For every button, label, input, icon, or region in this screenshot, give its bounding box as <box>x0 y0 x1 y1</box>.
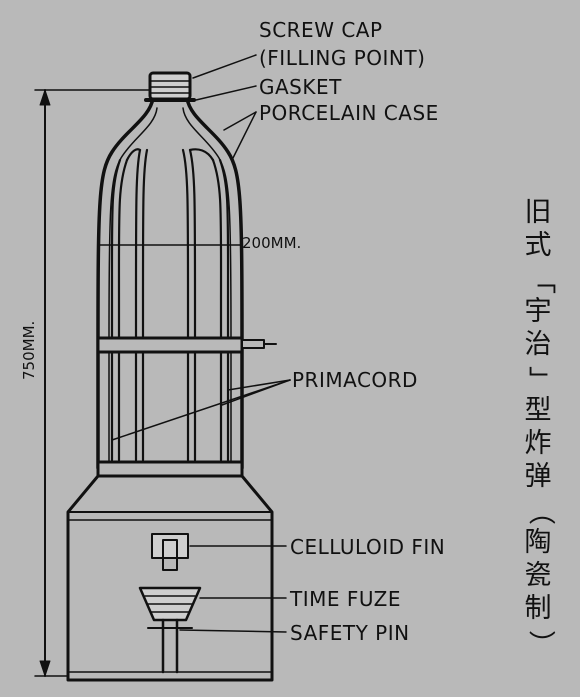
primacord-strands <box>110 148 230 462</box>
caption-char: 陶 <box>524 527 552 558</box>
label-primacord: PRIMACORD <box>292 368 418 392</box>
caption-char: 弹 <box>524 461 552 492</box>
label-diameter: 200MM. <box>242 234 302 252</box>
caption-bracket-open: 「 <box>524 267 556 294</box>
label-porcelain-case: PORCELAIN CASE <box>259 101 439 125</box>
label-screw-cap: SCREW CAP <box>259 18 383 42</box>
caption-char: 治 <box>524 329 552 360</box>
caption-paren-close: ） <box>524 630 556 657</box>
label-gasket: GASKET <box>259 75 342 99</box>
caption-char: 炸 <box>524 428 552 459</box>
label-celluloid-fin: CELLULOID FIN <box>290 535 446 559</box>
time-fuze-shape <box>138 533 202 674</box>
caption-bracket-close: 」 <box>524 366 556 393</box>
caption-char: 宇 <box>524 296 552 327</box>
screw-cap-shape <box>148 71 192 101</box>
celluloid-fin-box <box>66 474 274 682</box>
label-filling-point: (FILLING POINT) <box>259 46 426 70</box>
caption-paren-open: （ <box>524 498 556 525</box>
vertical-caption: 旧 式 「 宇 治 」 型 炸 弹 （ 陶 瓷 制 ） <box>515 198 561 660</box>
caption-char: 瓷 <box>524 560 552 591</box>
caption-char: 旧 <box>524 197 552 228</box>
middle-band <box>96 336 244 354</box>
label-time-fuze: TIME FUZE <box>290 587 401 611</box>
label-height: 750MM. <box>20 320 38 380</box>
caption-char: 式 <box>524 230 552 261</box>
caption-char: 型 <box>524 395 552 426</box>
label-safety-pin: SAFETY PIN <box>290 621 410 645</box>
caption-char: 制 <box>524 593 552 624</box>
bottom-band <box>96 460 244 478</box>
